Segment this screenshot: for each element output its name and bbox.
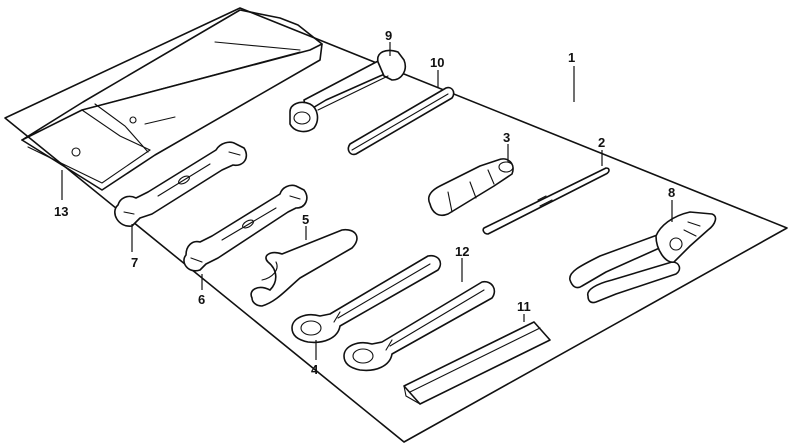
handle-11 xyxy=(403,321,551,405)
wrench-6 xyxy=(183,184,308,272)
callout-2: 2 xyxy=(598,135,605,150)
kit-outline xyxy=(4,7,788,443)
callout-7: 7 xyxy=(131,255,138,270)
callout-12: 12 xyxy=(455,244,469,259)
callout-11: 11 xyxy=(517,299,531,314)
callout-3: 3 xyxy=(503,130,510,145)
spanner-4 xyxy=(291,254,442,344)
screwdriver-blade xyxy=(482,167,610,235)
callout-13: 13 xyxy=(54,204,68,219)
tool-bag xyxy=(21,9,323,191)
pliers xyxy=(569,211,717,304)
pin-spanner-5 xyxy=(250,228,358,307)
screwdriver-grip xyxy=(427,158,514,217)
callout-9: 9 xyxy=(385,28,392,43)
tommy-bar xyxy=(347,86,455,156)
callout-4: 4 xyxy=(311,362,319,377)
plug-wrench xyxy=(289,49,407,133)
spanner-12 xyxy=(343,280,496,372)
callout-6: 6 xyxy=(198,292,205,307)
callout-1: 1 xyxy=(568,50,575,65)
wrench-7 xyxy=(114,141,248,227)
callout-5: 5 xyxy=(302,212,309,227)
callout-8: 8 xyxy=(668,185,675,200)
callout-10: 10 xyxy=(430,55,444,70)
leader-lines xyxy=(61,42,673,360)
